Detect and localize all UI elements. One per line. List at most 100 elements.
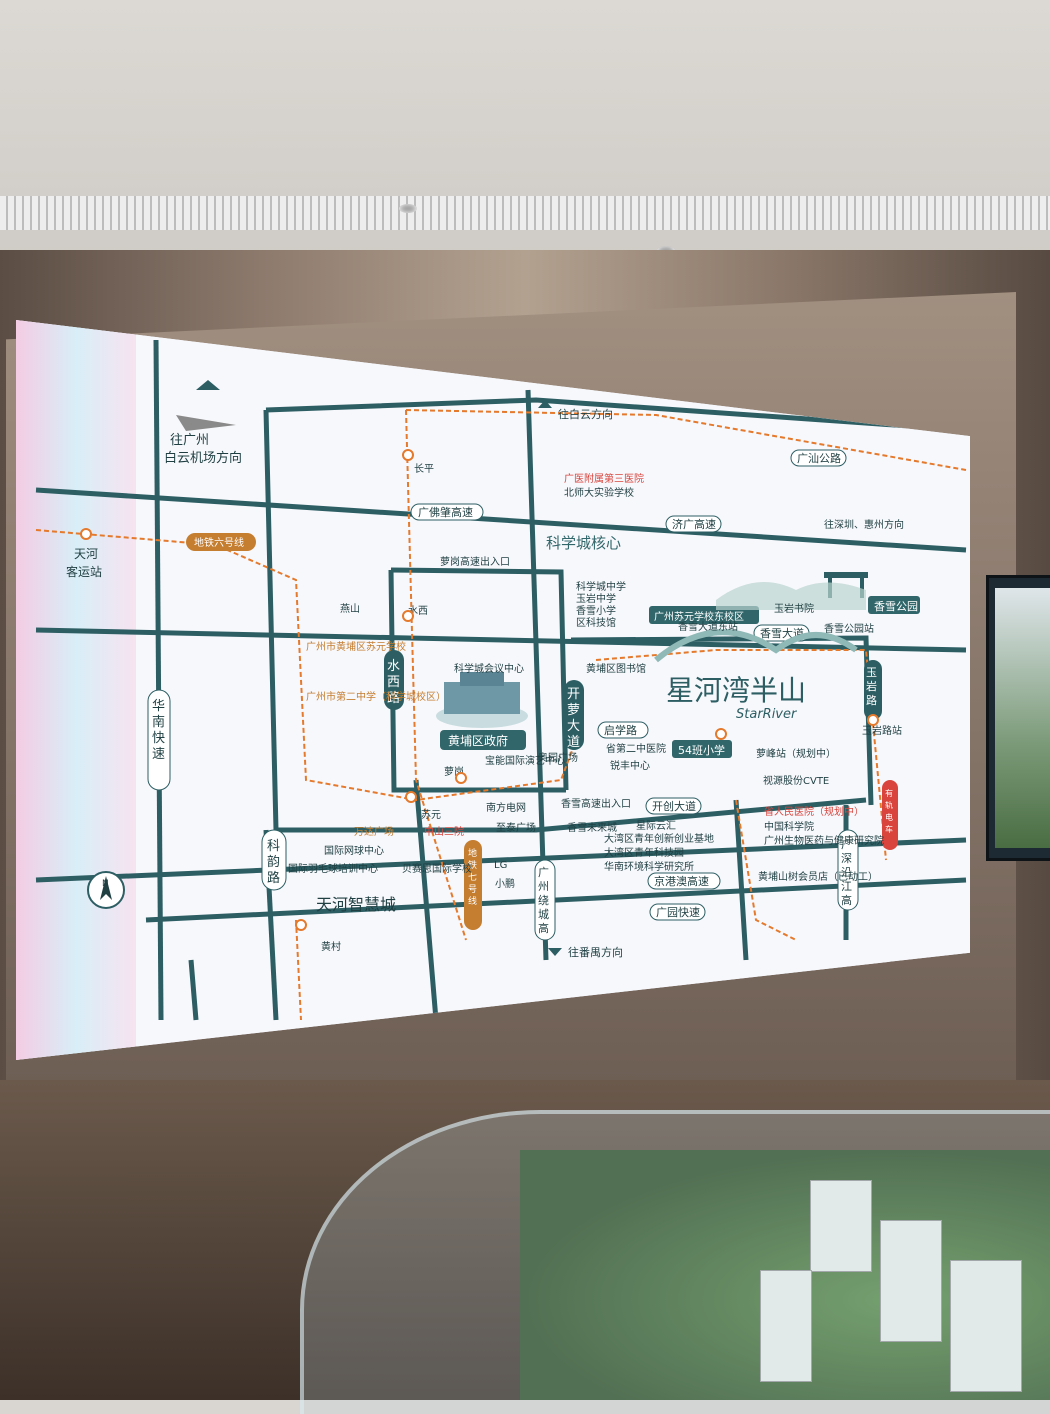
svg-text:白云机场方向: 白云机场方向 bbox=[164, 450, 242, 466]
poi: 视源股份CVTE bbox=[763, 774, 829, 787]
direction-panyu: 往番禺方向 bbox=[568, 945, 623, 959]
up-arrow-icon bbox=[538, 400, 552, 408]
poi: 广州市第二中学（科学城校区） bbox=[306, 690, 446, 703]
wisdom-city-label: 天河智慧城 bbox=[316, 895, 396, 914]
passenger-station: 天河 bbox=[74, 547, 98, 561]
svg-text:号: 号 bbox=[468, 884, 477, 895]
svg-text:车: 车 bbox=[885, 824, 893, 834]
poi: 玉岩书院 bbox=[774, 602, 814, 615]
road-label: 开创大道 bbox=[652, 799, 696, 813]
direction-labels: 往广州 白云机场方向 往白云方向 往深圳、惠州方向 往番禺方向 天河 客运站 bbox=[66, 380, 904, 959]
station-dots bbox=[80, 449, 879, 931]
svg-text:电: 电 bbox=[885, 812, 893, 822]
pin-icon bbox=[405, 791, 417, 803]
up-arrow-icon bbox=[196, 380, 220, 390]
airplane-icon bbox=[176, 415, 236, 431]
poi: 宝能国际演艺中心 bbox=[485, 754, 565, 767]
pin-icon bbox=[295, 919, 307, 931]
poi: 贝赛思国际学校 bbox=[402, 862, 472, 875]
district-label: 科学城核心 bbox=[546, 534, 621, 552]
poi: 国际网球中心 bbox=[324, 844, 384, 857]
road-label: 广 bbox=[538, 866, 549, 879]
project-name-cn: 星河湾半山 bbox=[666, 674, 806, 707]
ceiling-light bbox=[399, 204, 417, 213]
pin-icon bbox=[402, 610, 414, 622]
poi: 香雪小学 bbox=[576, 604, 616, 617]
poi: 省人民医院（规划中） bbox=[764, 805, 864, 818]
road-label: 水 bbox=[387, 659, 400, 674]
project-logo: 星河湾半山 StarRiver bbox=[654, 629, 858, 722]
road-label: 启学路 bbox=[604, 723, 637, 737]
poi: LG bbox=[494, 860, 507, 871]
project-name-en: StarRiver bbox=[736, 707, 798, 722]
pin-icon bbox=[715, 728, 727, 740]
road-labels: 广佛肇高速 济广高速 广汕公路 开创大道 京港澳高速 广园快速 香雪大道 启学路 bbox=[410, 449, 847, 921]
poi: 长平 bbox=[414, 463, 434, 475]
svg-text:绕: 绕 bbox=[538, 894, 549, 907]
poi: 科学城中学 bbox=[576, 580, 626, 593]
road-label: 广汕公路 bbox=[797, 452, 841, 465]
svg-text:西: 西 bbox=[387, 675, 400, 690]
svg-text:高: 高 bbox=[841, 893, 852, 907]
svg-text:韵: 韵 bbox=[267, 855, 280, 870]
svg-text:快: 快 bbox=[152, 731, 165, 746]
poi: 萝峰站（规划中） bbox=[756, 747, 836, 760]
road-label: 香雪大道 bbox=[760, 626, 804, 640]
school-54-badge bbox=[672, 740, 732, 758]
poi: 大湾区青年创新创业基地 bbox=[604, 832, 714, 845]
svg-text:轨: 轨 bbox=[885, 800, 893, 810]
svg-text:客运站: 客运站 bbox=[66, 564, 102, 579]
poi: 玉岩中学 bbox=[576, 592, 616, 605]
park-badge bbox=[868, 596, 920, 614]
road-label: 济广高速 bbox=[672, 517, 716, 531]
poi: 广州市黄埔区苏元学校 bbox=[306, 640, 406, 653]
poi: 广医附属第三医院 bbox=[564, 472, 644, 485]
svg-text:江: 江 bbox=[841, 880, 852, 893]
poi: 南方电网 bbox=[486, 801, 526, 814]
svg-text:路: 路 bbox=[267, 870, 280, 886]
road-label: 科 bbox=[267, 839, 280, 854]
poi: 玉岩路站 bbox=[862, 724, 902, 737]
road-label: 广园快速 bbox=[656, 906, 700, 919]
school-54-label: 54班小学 bbox=[678, 743, 725, 757]
side-info-monitor bbox=[986, 575, 1050, 861]
direction-shenzhen: 往深圳、惠州方向 bbox=[824, 518, 904, 531]
poi: 万达广场 bbox=[354, 825, 394, 838]
poi: 华南环境科学研究所 bbox=[604, 860, 694, 873]
poi: 黄埔山树会员店（已动工） bbox=[758, 870, 878, 883]
road-label: 玉 bbox=[866, 666, 877, 679]
svg-text:线: 线 bbox=[468, 895, 477, 907]
svg-text:速: 速 bbox=[152, 747, 165, 762]
direction-baiyun: 往白云方向 bbox=[558, 407, 613, 421]
svg-text:路: 路 bbox=[866, 694, 877, 707]
down-arrow-icon bbox=[548, 948, 562, 956]
svg-text:城: 城 bbox=[538, 908, 549, 921]
pin-icon bbox=[867, 714, 879, 726]
compass-label: N bbox=[102, 879, 109, 889]
svg-text:沿: 沿 bbox=[841, 866, 852, 879]
poi: 科学城会议中心 bbox=[454, 662, 524, 675]
poi: 星际云汇 bbox=[636, 819, 676, 832]
poi: 黄村 bbox=[321, 940, 341, 953]
pin-icon bbox=[455, 772, 467, 784]
poi: 中国科学院 bbox=[764, 820, 814, 833]
poi: 至泰广场 bbox=[496, 821, 536, 834]
poi: 国际羽毛球培训中心 bbox=[288, 862, 378, 875]
svg-text:七: 七 bbox=[468, 872, 477, 883]
road-label: 广 bbox=[841, 838, 852, 851]
svg-text:有: 有 bbox=[885, 788, 893, 798]
poi: 中山三院 bbox=[424, 825, 464, 838]
svg-text:萝: 萝 bbox=[567, 703, 580, 718]
poi-labels: 长平 燕山 水西 萝岗 苏元 黄村 萝峰站（规划中） 科学城会议中心 萝岗高速出… bbox=[288, 463, 902, 953]
poi: 小鹏 bbox=[495, 877, 515, 890]
poi: 苏元 bbox=[421, 808, 441, 821]
pin-icon bbox=[80, 528, 92, 540]
road-label: 广佛肇高速 bbox=[418, 505, 473, 519]
park-gate-icon bbox=[716, 572, 868, 610]
direction-airport: 往广州 bbox=[170, 433, 209, 448]
svg-text:州: 州 bbox=[538, 880, 549, 893]
metro-label: 地铁六号线 bbox=[194, 536, 244, 549]
poi: 香雪高速出入口 bbox=[561, 797, 631, 810]
